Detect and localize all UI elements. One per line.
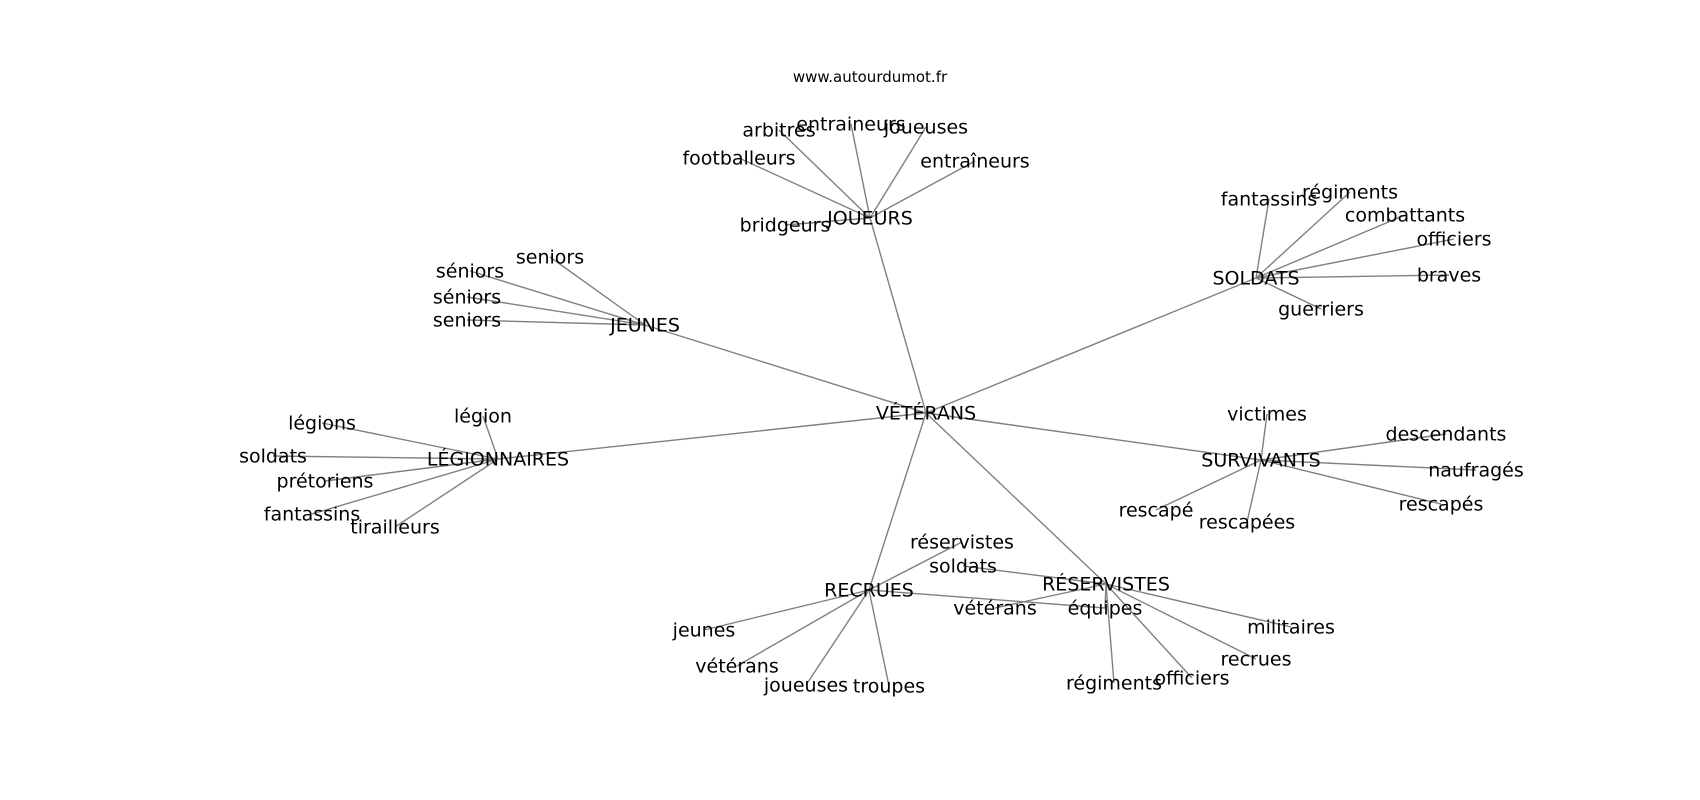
leaf-node: régiments	[1302, 182, 1398, 204]
leaf-node: soldats	[929, 556, 997, 578]
leaf-node: officiers	[1416, 229, 1491, 251]
leaf-node: descendants	[1386, 424, 1507, 446]
edge-root-hub	[644, 324, 927, 414]
leaf-node: militaires	[1247, 617, 1335, 639]
hub-node: SOLDATS	[1212, 268, 1299, 290]
edge-hub-leaf	[868, 541, 963, 591]
leaf-node: séniors	[436, 261, 504, 283]
leaf-node: recrues	[1221, 649, 1292, 671]
leaf-node: combattants	[1345, 205, 1465, 227]
edge-hub-leaf	[549, 256, 646, 326]
edge-hub-leaf	[994, 583, 1107, 609]
edge-hub-leaf	[869, 126, 927, 219]
edge-hub-leaf	[850, 123, 871, 219]
leaf-node: régiments	[1066, 673, 1162, 695]
edge-hub-leaf	[1260, 459, 1442, 505]
leaf-node: troupes	[853, 676, 925, 698]
edge-hub-leaf	[311, 458, 499, 515]
edge-hub-leaf	[1246, 459, 1262, 523]
edge-hub-leaf	[394, 458, 499, 528]
edge-hub-leaf	[1255, 214, 1406, 279]
edge-hub-leaf	[321, 422, 499, 460]
leaf-node: prétoriens	[277, 471, 374, 493]
leaf-node: rescapé	[1119, 500, 1194, 522]
leaf-node: rescapées	[1199, 512, 1295, 534]
edge-hub-leaf	[1255, 274, 1450, 279]
leaf-node: entraîneurs	[920, 151, 1029, 173]
edge-cross-link	[868, 589, 1106, 609]
leaf-node: guerriers	[1278, 299, 1364, 321]
edge-root-hub	[868, 412, 927, 591]
leaf-node: fantassins	[264, 504, 360, 526]
edge-hub-leaf	[1255, 238, 1455, 279]
leaf-node: officiers	[1154, 668, 1229, 690]
leaf-node: rescapés	[1399, 494, 1484, 516]
edge-hub-leaf	[466, 296, 646, 326]
edge-hub-leaf	[703, 589, 870, 631]
edge-hub-leaf	[1260, 459, 1477, 471]
edge-hub-leaf	[466, 319, 646, 326]
edge-hub-leaf	[962, 565, 1107, 585]
edge-hub-leaf	[272, 455, 499, 460]
edge-hub-leaf	[868, 589, 890, 687]
leaf-node: arbitres	[742, 120, 815, 142]
leaf-node: bridgeurs	[740, 215, 831, 237]
leaf-node: entraineurs	[796, 114, 905, 136]
leaf-node: légion	[454, 406, 512, 428]
labels-layer: www.autourdumot.fr VÉTÉRANS JOUEURS arbitr…	[239, 68, 1524, 698]
edge-hub-leaf	[469, 270, 646, 326]
edge-root-hub	[869, 217, 927, 414]
leaf-node: tirailleurs	[350, 517, 439, 539]
edge-hub-leaf	[1255, 191, 1351, 279]
edge-hub-leaf	[1105, 583, 1193, 679]
edge-hub-leaf	[1255, 277, 1322, 310]
leaf-node: séniors	[433, 287, 501, 309]
hub-node: LÉGIONNAIRES	[427, 448, 569, 471]
leaf-node: jeunes	[672, 620, 736, 642]
hub-node: JOUEURS	[826, 208, 913, 230]
edge-hub-leaf	[869, 160, 976, 219]
leaf-node: naufragés	[1428, 460, 1524, 482]
edge-root-hub	[925, 412, 1262, 461]
edge-hub-leaf	[1260, 433, 1447, 461]
leaf-node: vétérans	[953, 598, 1036, 620]
edge-hub-leaf	[1105, 583, 1115, 684]
leaf-node: victimes	[1227, 404, 1307, 426]
edge-hub-leaf	[736, 589, 870, 667]
edge-hub-leaf	[1260, 413, 1268, 461]
source-watermark: www.autourdumot.fr	[793, 68, 948, 86]
leaf-node: légions	[288, 413, 356, 435]
leaf-node: joueuses	[763, 675, 848, 697]
hub-node: RÉSERVISTES	[1042, 573, 1170, 596]
hub-node: SURVIVANTS	[1201, 450, 1320, 472]
edge-root-hub	[925, 412, 1107, 585]
edges-layer	[272, 123, 1477, 687]
edge-hub-leaf	[1105, 583, 1292, 628]
leaf-node: seniors	[433, 310, 501, 332]
leaf-node: braves	[1417, 265, 1481, 287]
edge-hub-leaf	[1105, 583, 1257, 660]
leaf-node: joueuses	[883, 117, 968, 139]
edge-hub-leaf	[1155, 459, 1262, 511]
edge-hub-leaf	[324, 458, 499, 482]
leaf-node: fantassins	[1221, 189, 1317, 211]
leaf-node: réservistes	[910, 532, 1014, 554]
leaf-node: soldats	[239, 446, 307, 468]
edge-hub-leaf	[784, 217, 871, 226]
leaf-node: équipes	[1068, 598, 1143, 620]
edge-hub-leaf	[482, 415, 499, 460]
leaf-node: seniors	[516, 247, 584, 269]
edge-root-hub	[497, 412, 927, 460]
edge-hub-leaf	[1255, 198, 1270, 279]
hub-node: RECRUES	[824, 580, 914, 602]
edge-hub-leaf	[738, 157, 871, 219]
edge-hub-leaf	[778, 129, 871, 219]
edge-root-hub	[925, 277, 1257, 414]
edge-hub-leaf	[805, 589, 870, 686]
hub-node: JEUNES	[609, 315, 680, 337]
leaf-node: vétérans	[695, 656, 778, 678]
root-node: VÉTÉRANS	[876, 402, 976, 425]
leaf-node: footballeurs	[682, 148, 795, 170]
